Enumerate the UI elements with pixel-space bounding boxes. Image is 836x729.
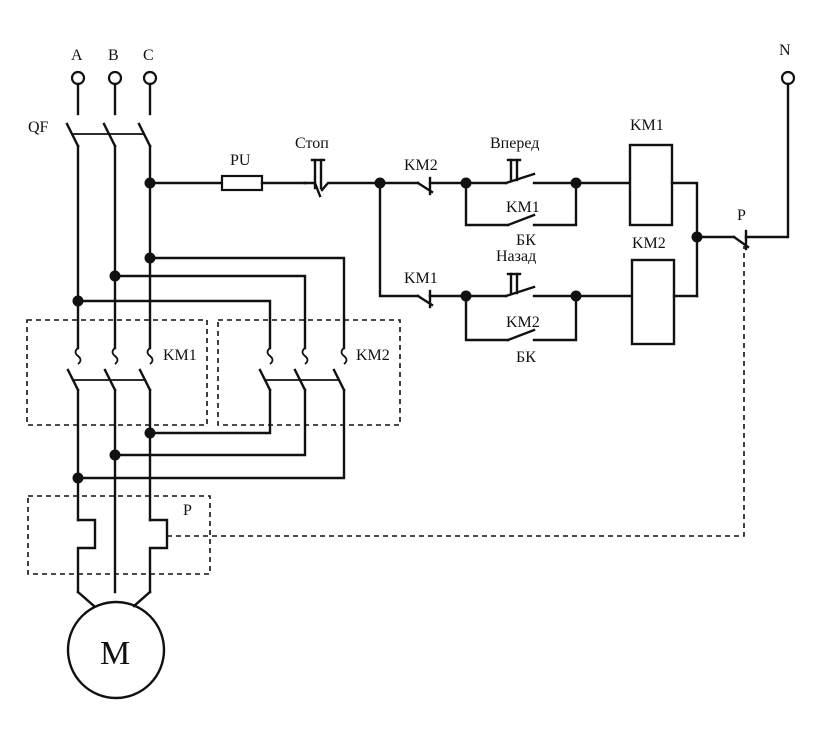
label-neutral: N bbox=[779, 42, 791, 59]
forward-button: Вперед bbox=[464, 135, 578, 185]
breaker-qf: QF bbox=[28, 82, 152, 148]
km1-coil bbox=[628, 143, 674, 227]
motor: M bbox=[66, 600, 166, 700]
km2-coil bbox=[630, 258, 676, 346]
label-km2-hold: KM2 bbox=[506, 314, 540, 331]
label-phase-c: C bbox=[143, 47, 154, 64]
label-km2-interlock: KM2 bbox=[404, 157, 438, 174]
label-bk-lower: БК bbox=[516, 349, 536, 366]
label-phase-b: B bbox=[108, 47, 119, 64]
km1-hold-contact: KM1 БК bbox=[464, 181, 578, 249]
terminal-n bbox=[780, 70, 796, 86]
label-stop: Стоп bbox=[295, 135, 329, 152]
terminal-c bbox=[142, 70, 158, 86]
label-km1-main: KM1 bbox=[163, 347, 197, 364]
label-relay-thermal: P bbox=[183, 502, 192, 519]
label-phase-a: A bbox=[71, 47, 83, 64]
km2-hold-contact: KM2 БК bbox=[464, 294, 578, 366]
label-km2-coil: KM2 bbox=[632, 235, 666, 252]
label-forward: Вперед bbox=[490, 135, 539, 152]
label-backward: Назад bbox=[496, 248, 536, 265]
label-km1-hold: KM1 bbox=[506, 199, 540, 216]
stop-button: Стоп bbox=[295, 135, 382, 198]
thermal-relay: P bbox=[27, 246, 745, 594]
supply-terminals: A B C N bbox=[70, 42, 796, 86]
label-km1-coil: KM1 bbox=[630, 117, 664, 134]
relay-control-contact: P bbox=[695, 82, 790, 251]
motor-leads bbox=[76, 590, 152, 608]
fuse-pu bbox=[220, 174, 264, 192]
label-motor: M bbox=[100, 635, 130, 672]
km2-main-contacts: KM2 bbox=[217, 319, 401, 426]
label-relay-contact: P bbox=[737, 207, 746, 224]
backward-button: Назад bbox=[464, 248, 578, 298]
phase-wires-lower bbox=[76, 388, 346, 594]
km2-feed-wires bbox=[76, 256, 346, 350]
km1-interlock-contact: KM1 bbox=[404, 270, 468, 309]
label-breaker: QF bbox=[28, 119, 49, 136]
km1-main-contacts: KM1 bbox=[26, 319, 208, 426]
label-km2-main: KM2 bbox=[356, 347, 390, 364]
label-km1-interlock: KM1 bbox=[404, 270, 438, 287]
terminal-a bbox=[70, 70, 86, 86]
label-fuse: PU bbox=[230, 152, 251, 169]
control-circuit: PU Стоп KM2 Вперед bbox=[148, 82, 790, 366]
label-bk-upper: БК bbox=[516, 232, 536, 249]
terminal-b bbox=[107, 70, 123, 86]
phase-wires-upper bbox=[76, 144, 152, 350]
km2-interlock-contact: KM2 bbox=[378, 157, 468, 196]
